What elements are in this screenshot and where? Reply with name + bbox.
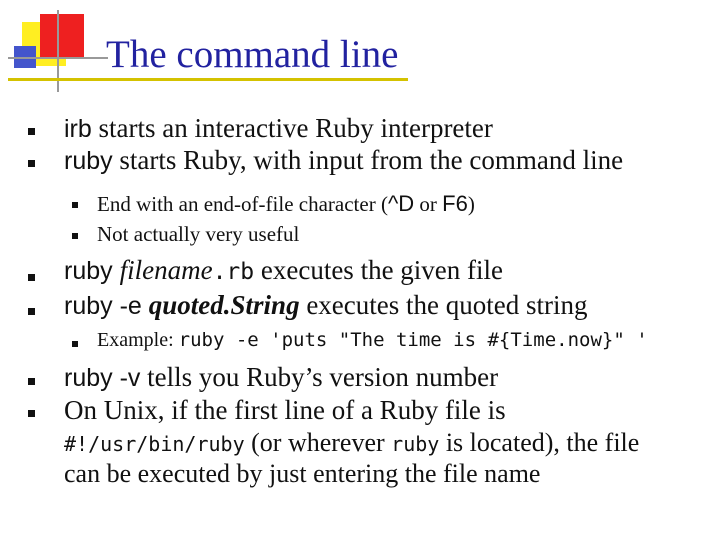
code-ruby-e: ruby -e bbox=[64, 292, 149, 320]
bullet-filename: ruby filename.rb executes the given file bbox=[64, 255, 503, 286]
code-ruby-cmd: ruby bbox=[64, 257, 120, 285]
bullet-version: ruby -v tells you Ruby’s version number bbox=[64, 362, 498, 393]
quoted-arg: quoted bbox=[148, 290, 224, 320]
slide-logo-decoration bbox=[0, 0, 110, 95]
sub-bullet-marker bbox=[72, 233, 78, 239]
sub-bullet-eof: End with an end-of-file character (^D or… bbox=[97, 191, 475, 217]
bullet-marker bbox=[28, 274, 35, 281]
example-code: ruby -e 'puts "The time is #{Time.now}" … bbox=[178, 329, 648, 351]
eof-text-mid: or bbox=[414, 192, 443, 216]
bullet-marker bbox=[28, 128, 35, 135]
bullet-marker bbox=[28, 160, 35, 167]
key-ctrl-d: ^D bbox=[387, 191, 415, 216]
slide-title: The command line bbox=[106, 33, 399, 76]
logo-red-square bbox=[40, 14, 84, 58]
quoted-dot: . bbox=[223, 290, 231, 320]
bullet-irb-text: starts an interactive Ruby interpreter bbox=[91, 113, 493, 143]
code-irb: irb bbox=[64, 115, 92, 143]
bullet-unix-line3: can be executed by just entering the fil… bbox=[64, 459, 540, 489]
unix-text-3: is located), the file bbox=[439, 428, 640, 457]
bullet-unix: On Unix, if the first line of a Ruby fil… bbox=[64, 395, 506, 426]
example-label: Example: bbox=[97, 329, 179, 351]
quoted-string-arg: String bbox=[230, 290, 300, 320]
bullet-irb: irb starts an interactive Ruby interpret… bbox=[64, 113, 493, 144]
unix-text-line1: On Unix, if the first line of a Ruby fil… bbox=[64, 395, 506, 425]
bullet-ruby: ruby starts Ruby, with input from the co… bbox=[64, 145, 623, 176]
key-f6: F6 bbox=[442, 191, 468, 216]
logo-horizontal-line bbox=[8, 57, 108, 59]
unix-text-4: can be executed by just entering the fil… bbox=[64, 459, 541, 488]
sub-bullet-useful: Not actually very useful bbox=[97, 222, 299, 247]
filename-ext: .rb bbox=[212, 259, 255, 285]
title-underline bbox=[8, 78, 408, 81]
sub-bullet-marker bbox=[72, 202, 78, 208]
logo-vertical-line bbox=[57, 10, 59, 92]
code-ruby: ruby bbox=[64, 147, 113, 175]
bullet-quoted: ruby -e quoted.String executes the quote… bbox=[64, 290, 588, 321]
code-ruby-v: ruby -v bbox=[64, 364, 141, 392]
sub-bullet-example: Example: ruby -e 'puts "The time is #{Ti… bbox=[97, 329, 648, 352]
bullet-filename-text: executes the given file bbox=[254, 255, 504, 285]
filename-arg: filename bbox=[119, 255, 213, 285]
code-ruby-inline: ruby bbox=[391, 432, 440, 456]
useful-text: Not actually very useful bbox=[97, 222, 300, 246]
code-shebang: #!/usr/bin/ruby bbox=[64, 432, 245, 456]
bullet-marker bbox=[28, 410, 35, 417]
eof-text-post: ) bbox=[467, 192, 475, 216]
bullet-ruby-text: starts Ruby, with input from the command… bbox=[112, 145, 624, 175]
unix-text-2: (or wherever bbox=[244, 428, 392, 457]
bullet-quoted-text: executes the quoted string bbox=[299, 290, 588, 320]
bullet-unix-line2: #!/usr/bin/ruby (or wherever ruby is loc… bbox=[64, 428, 639, 458]
bullet-marker bbox=[28, 378, 35, 385]
bullet-marker bbox=[28, 308, 35, 315]
eof-text-pre: End with an end-of-file character ( bbox=[97, 192, 388, 216]
bullet-version-text: tells you Ruby’s version number bbox=[140, 362, 499, 392]
sub-bullet-marker bbox=[72, 341, 78, 347]
